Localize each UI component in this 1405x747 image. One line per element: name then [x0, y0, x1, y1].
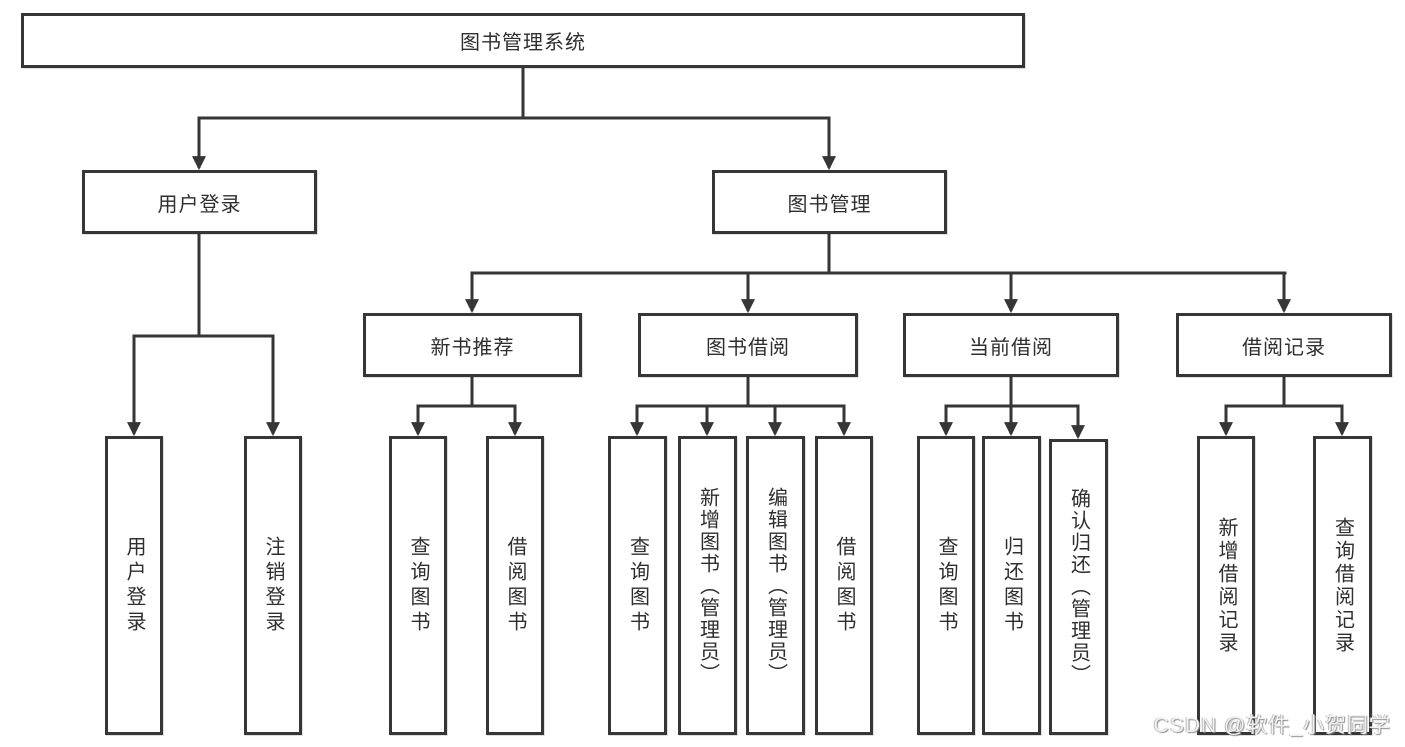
node-user-login: 用户登录: [82, 170, 317, 234]
connector-new-book-branch: [411, 377, 522, 437]
leaf-return-books-label: 归还图书: [1000, 535, 1023, 636]
leaf-add-borrow-record: 新增借阅记录: [1197, 436, 1255, 735]
node-borrow-record: 借阅记录: [1176, 313, 1392, 377]
node-book-management-label: 图书管理: [787, 193, 872, 216]
node-book-borrow: 图书借阅: [638, 313, 858, 377]
connector-root-to-level2: [192, 66, 836, 171]
node-book-management: 图书管理: [712, 170, 947, 234]
node-new-book-label: 新书推荐: [430, 336, 515, 359]
leaf-edit-book-admin: 编辑图书（管理员）: [746, 436, 805, 735]
leaf-add-book-admin-label: 新增图书（管理员）: [696, 486, 719, 685]
node-current-borrow: 当前借阅: [903, 313, 1119, 377]
leaf-borrow-books: 借阅图书: [815, 436, 873, 735]
node-new-book-recommend: 新书推荐: [363, 313, 582, 377]
leaf-confirm-return-admin-label: 确认归还（管理员）: [1067, 488, 1090, 686]
leaf-confirm-return-admin: 确认归还（管理员）: [1049, 439, 1108, 735]
leaf-newbook-query-books-label: 查询图书: [407, 535, 429, 636]
leaf-return-books: 归还图书: [982, 436, 1041, 735]
connector-current-borrow-branch: [939, 377, 1085, 440]
node-user-login-label: 用户登录: [157, 193, 242, 216]
csdn-watermark: CSDN @软件_小贺同学: [1153, 714, 1391, 737]
node-book-borrow-label: 图书借阅: [706, 336, 790, 359]
leaf-add-book-admin: 新增图书（管理员）: [678, 436, 737, 735]
leaf-user-login-label: 用户登录: [123, 535, 145, 636]
leaf-logout-label: 注销登录: [262, 535, 284, 636]
leaf-borrow-query-books-label: 查询图书: [626, 535, 649, 636]
leaf-logout: 注销登录: [244, 436, 302, 735]
leaf-newbook-borrow-books-label: 借阅图书: [504, 535, 526, 636]
connector-borrow-record-branch: [1219, 377, 1349, 437]
node-borrow-record-label: 借阅记录: [1242, 336, 1326, 359]
leaf-borrow-books-label: 借阅图书: [833, 535, 855, 636]
leaf-user-login: 用户登录: [105, 436, 163, 735]
node-current-borrow-label: 当前借阅: [969, 336, 1053, 359]
leaf-edit-book-admin-label: 编辑图书（管理员）: [764, 486, 787, 685]
connector-book-mgmt-to-level3: [465, 232, 1291, 314]
leaf-query-borrow-record-label: 查询借阅记录: [1331, 516, 1354, 655]
leaf-borrow-query-books: 查询图书: [608, 436, 667, 735]
connector-book-borrow-branch: [630, 377, 851, 437]
leaf-newbook-query-books: 查询图书: [389, 436, 447, 735]
leaf-add-borrow-record-label: 新增借阅记录: [1215, 516, 1237, 655]
leaf-query-borrow-record: 查询借阅记录: [1313, 436, 1372, 735]
node-root-system: 图书管理系统: [21, 13, 1025, 68]
node-root-label: 图书管理系统: [460, 32, 586, 54]
leaf-current-query-books: 查询图书: [917, 436, 975, 735]
connector-user-login-branch: [127, 232, 280, 437]
leaf-newbook-borrow-books: 借阅图书: [486, 436, 544, 735]
leaf-current-query-books-label: 查询图书: [935, 535, 957, 636]
